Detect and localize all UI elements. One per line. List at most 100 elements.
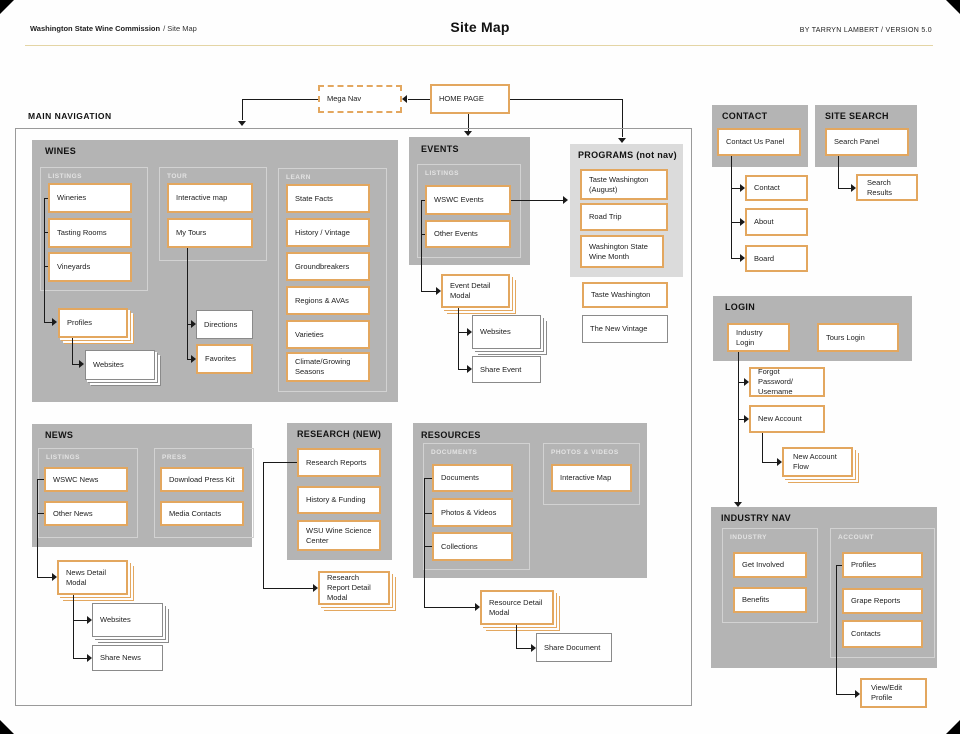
arrowhead-right (740, 254, 745, 262)
connector-line (738, 382, 744, 383)
news-title: NEWS (45, 430, 74, 440)
contact-title: CONTACT (722, 111, 768, 121)
account-group-label: ACCOUNT (838, 534, 874, 541)
connector-line (738, 419, 744, 420)
node-home-page: HOME PAGE (430, 84, 510, 114)
corner-mark-top-right (946, 0, 960, 14)
node-share-document: Share Document (536, 633, 612, 662)
connector-line (458, 369, 467, 370)
resources-title: RESOURCES (421, 430, 481, 440)
node-interactive-map: Interactive Map (551, 464, 632, 492)
arrowhead-right (531, 644, 536, 652)
node-search-panel: Search Panel (825, 128, 909, 156)
node-media-contacts: Media Contacts (160, 501, 244, 526)
node-account-profiles: Profiles (842, 552, 923, 578)
node-taste-washington-august: Taste Washington (August) (580, 169, 668, 200)
events-listings-label: LISTINGS (425, 170, 459, 177)
node-wswc-news: WSWC News (44, 467, 128, 492)
node-download-press-kit: Download Press Kit (160, 467, 244, 492)
node-wsu-wine-science: WSU Wine Science Center (297, 520, 381, 551)
arrowhead-right (744, 415, 749, 423)
node-history-vintage: History / Vintage (286, 218, 370, 247)
login-title: LOGIN (725, 302, 755, 312)
wines-learn-label: LEARN (286, 174, 311, 181)
resources-documents-label: DOCUMENTS (431, 449, 478, 456)
arrowhead-right (87, 654, 92, 662)
author-version: BY TARRYN LAMBERT / VERSION 5.0 (799, 27, 932, 34)
node-share-news: Share News (92, 645, 163, 671)
news-press-group (154, 448, 254, 538)
connector-line (421, 200, 422, 291)
node-share-event: Share Event (472, 356, 541, 383)
node-taste-washington: Taste Washington (582, 282, 668, 308)
connector-line (421, 200, 425, 201)
connector-line (836, 694, 855, 695)
node-tasting-rooms: Tasting Rooms (48, 218, 132, 248)
arrowhead-right (467, 365, 472, 373)
arrowhead-down (464, 131, 472, 136)
node-new-vintage: The New Vintage (582, 315, 668, 343)
events-listings-group (417, 164, 521, 258)
arrowhead-right (52, 573, 57, 581)
connector-line (44, 198, 45, 322)
connector-line (424, 478, 425, 607)
node-about: About (745, 208, 808, 236)
connector-line (731, 156, 732, 258)
node-wa-wine-month: Washington State Wine Month (580, 235, 664, 268)
node-news-detail-modal: News Detail Modal (57, 560, 128, 595)
node-research-report-detail-modal: Research Report Detail Modal (318, 571, 390, 605)
node-mega-nav: Mega Nav (318, 85, 402, 113)
node-grape-reports: Grape Reports (842, 588, 923, 614)
node-websites-stack: Websites (85, 350, 155, 380)
connector-line (421, 234, 425, 235)
connector-line (424, 607, 475, 608)
wines-learn-group (278, 168, 387, 392)
connector-line (37, 513, 44, 514)
connector-line (263, 462, 297, 463)
connector-line (838, 156, 839, 188)
breadcrumb-brand: Washington State Wine Commission (30, 24, 161, 33)
arrowhead-down (238, 121, 246, 126)
connector-line (421, 291, 436, 292)
page-title: Site Map (450, 19, 510, 35)
connector-line (187, 359, 191, 360)
node-news-websites-stack: Websites (92, 603, 163, 637)
connector-line (44, 266, 48, 267)
arrowhead-right (855, 690, 860, 698)
node-state-facts: State Facts (286, 184, 370, 213)
arrowhead-right (740, 184, 745, 192)
node-get-involved: Get Involved (733, 552, 807, 578)
events-title: EVENTS (421, 144, 459, 154)
arrowhead-right (79, 360, 84, 368)
connector-line (836, 565, 842, 566)
industry-group (722, 528, 818, 623)
node-regions-avas: Regions & AVAs (286, 286, 370, 315)
news-press-label: PRESS (162, 454, 187, 461)
programs-title: PROGRAMS (not nav) (578, 150, 677, 160)
connector-line (242, 99, 243, 120)
connector-line (458, 332, 467, 333)
node-search-results: Search Results (856, 174, 918, 201)
node-contact-us-panel: Contact Us Panel (717, 128, 801, 156)
wines-tour-label: TOUR (167, 173, 188, 180)
connector-line (511, 200, 563, 201)
node-forgot-password: Forgot Password/ Username (749, 367, 825, 397)
connector-line (738, 352, 739, 502)
arrowhead-right (777, 458, 782, 466)
arrowhead-right (52, 318, 57, 326)
connector-line (187, 248, 188, 359)
arrowhead-down (734, 502, 742, 507)
node-research-reports: Research Reports (297, 448, 381, 477)
arrowhead-right (191, 320, 196, 328)
node-climate-growing: Climate/Growing Seasons (286, 352, 370, 382)
wines-tour-group (159, 167, 267, 261)
connector-line (72, 364, 79, 365)
arrowhead-right (87, 616, 92, 624)
node-photos-videos: Photos & Videos (432, 498, 513, 527)
breadcrumb-page: / Site Map (163, 24, 197, 33)
node-profiles-stack: Profiles (58, 308, 128, 338)
research-title: RESEARCH (NEW) (297, 429, 382, 439)
connector-line (424, 478, 432, 479)
arrowhead-left (402, 95, 407, 103)
